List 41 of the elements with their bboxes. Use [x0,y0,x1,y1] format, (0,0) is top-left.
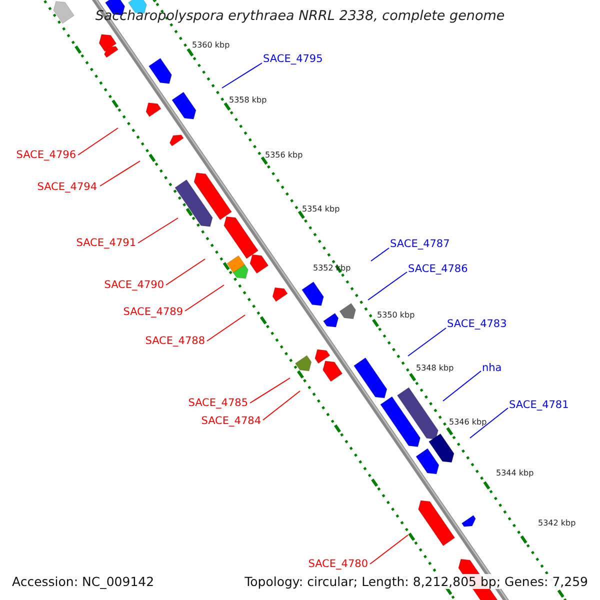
leader-line [262,390,300,420]
genome-stats-text: Topology: circular; Length: 8,212,805 bp; Genes: 7,259 [242,574,590,589]
gene-label: SACE_4796 [16,149,76,161]
tick-label: 5360 kbp [192,40,230,50]
gene-label: SACE_4789 [123,306,183,318]
gene-label: SACE_4788 [145,335,205,347]
gene-label: SACE_4794 [37,181,97,193]
gene-label: SACE_4785 [188,397,248,409]
gene-label: SACE_4780 [308,558,368,570]
leader-line [408,328,446,356]
leader-line [206,314,246,342]
leader-line [250,378,290,404]
gene-label: SACE_4786 [408,263,468,275]
gene-label: SACE_4781 [509,399,569,411]
leader-line [100,160,140,186]
leader-line [138,218,178,244]
leader-line [442,370,482,402]
gene-label: SACE_4787 [390,238,450,250]
tick-label: 5350 kbp [377,310,415,320]
tick-label: 5342 kbp [538,518,576,528]
tick-label: 5348 kbp [416,364,454,372]
leader-line [222,62,262,88]
leader-line [368,272,408,300]
tick-label: 5346 kbp [449,418,487,426]
gene-label: SACE_4790 [104,279,164,291]
gene-label: SACE_4784 [201,415,261,427]
leader-line [370,534,408,564]
leader-line [470,408,508,438]
tick-label: 5354 kbp [302,204,340,214]
gene-label: SACE_4795 [263,53,323,65]
leader-line [184,284,224,312]
title: Saccharopolyspora erythraea NRRL 2338, complete genome [94,8,506,24]
tick-label: 5344 kbp [496,468,534,478]
gene-label: nha [482,362,502,374]
gene-label: SACE_4791 [76,237,136,249]
leader-line [166,258,206,286]
tick-label: 5356 kbp [265,150,303,160]
leader-line [78,128,118,156]
gene-label: SACE_4783 [447,318,507,330]
leader-line [370,248,390,262]
tick-label: 5358 kbp [229,96,267,104]
